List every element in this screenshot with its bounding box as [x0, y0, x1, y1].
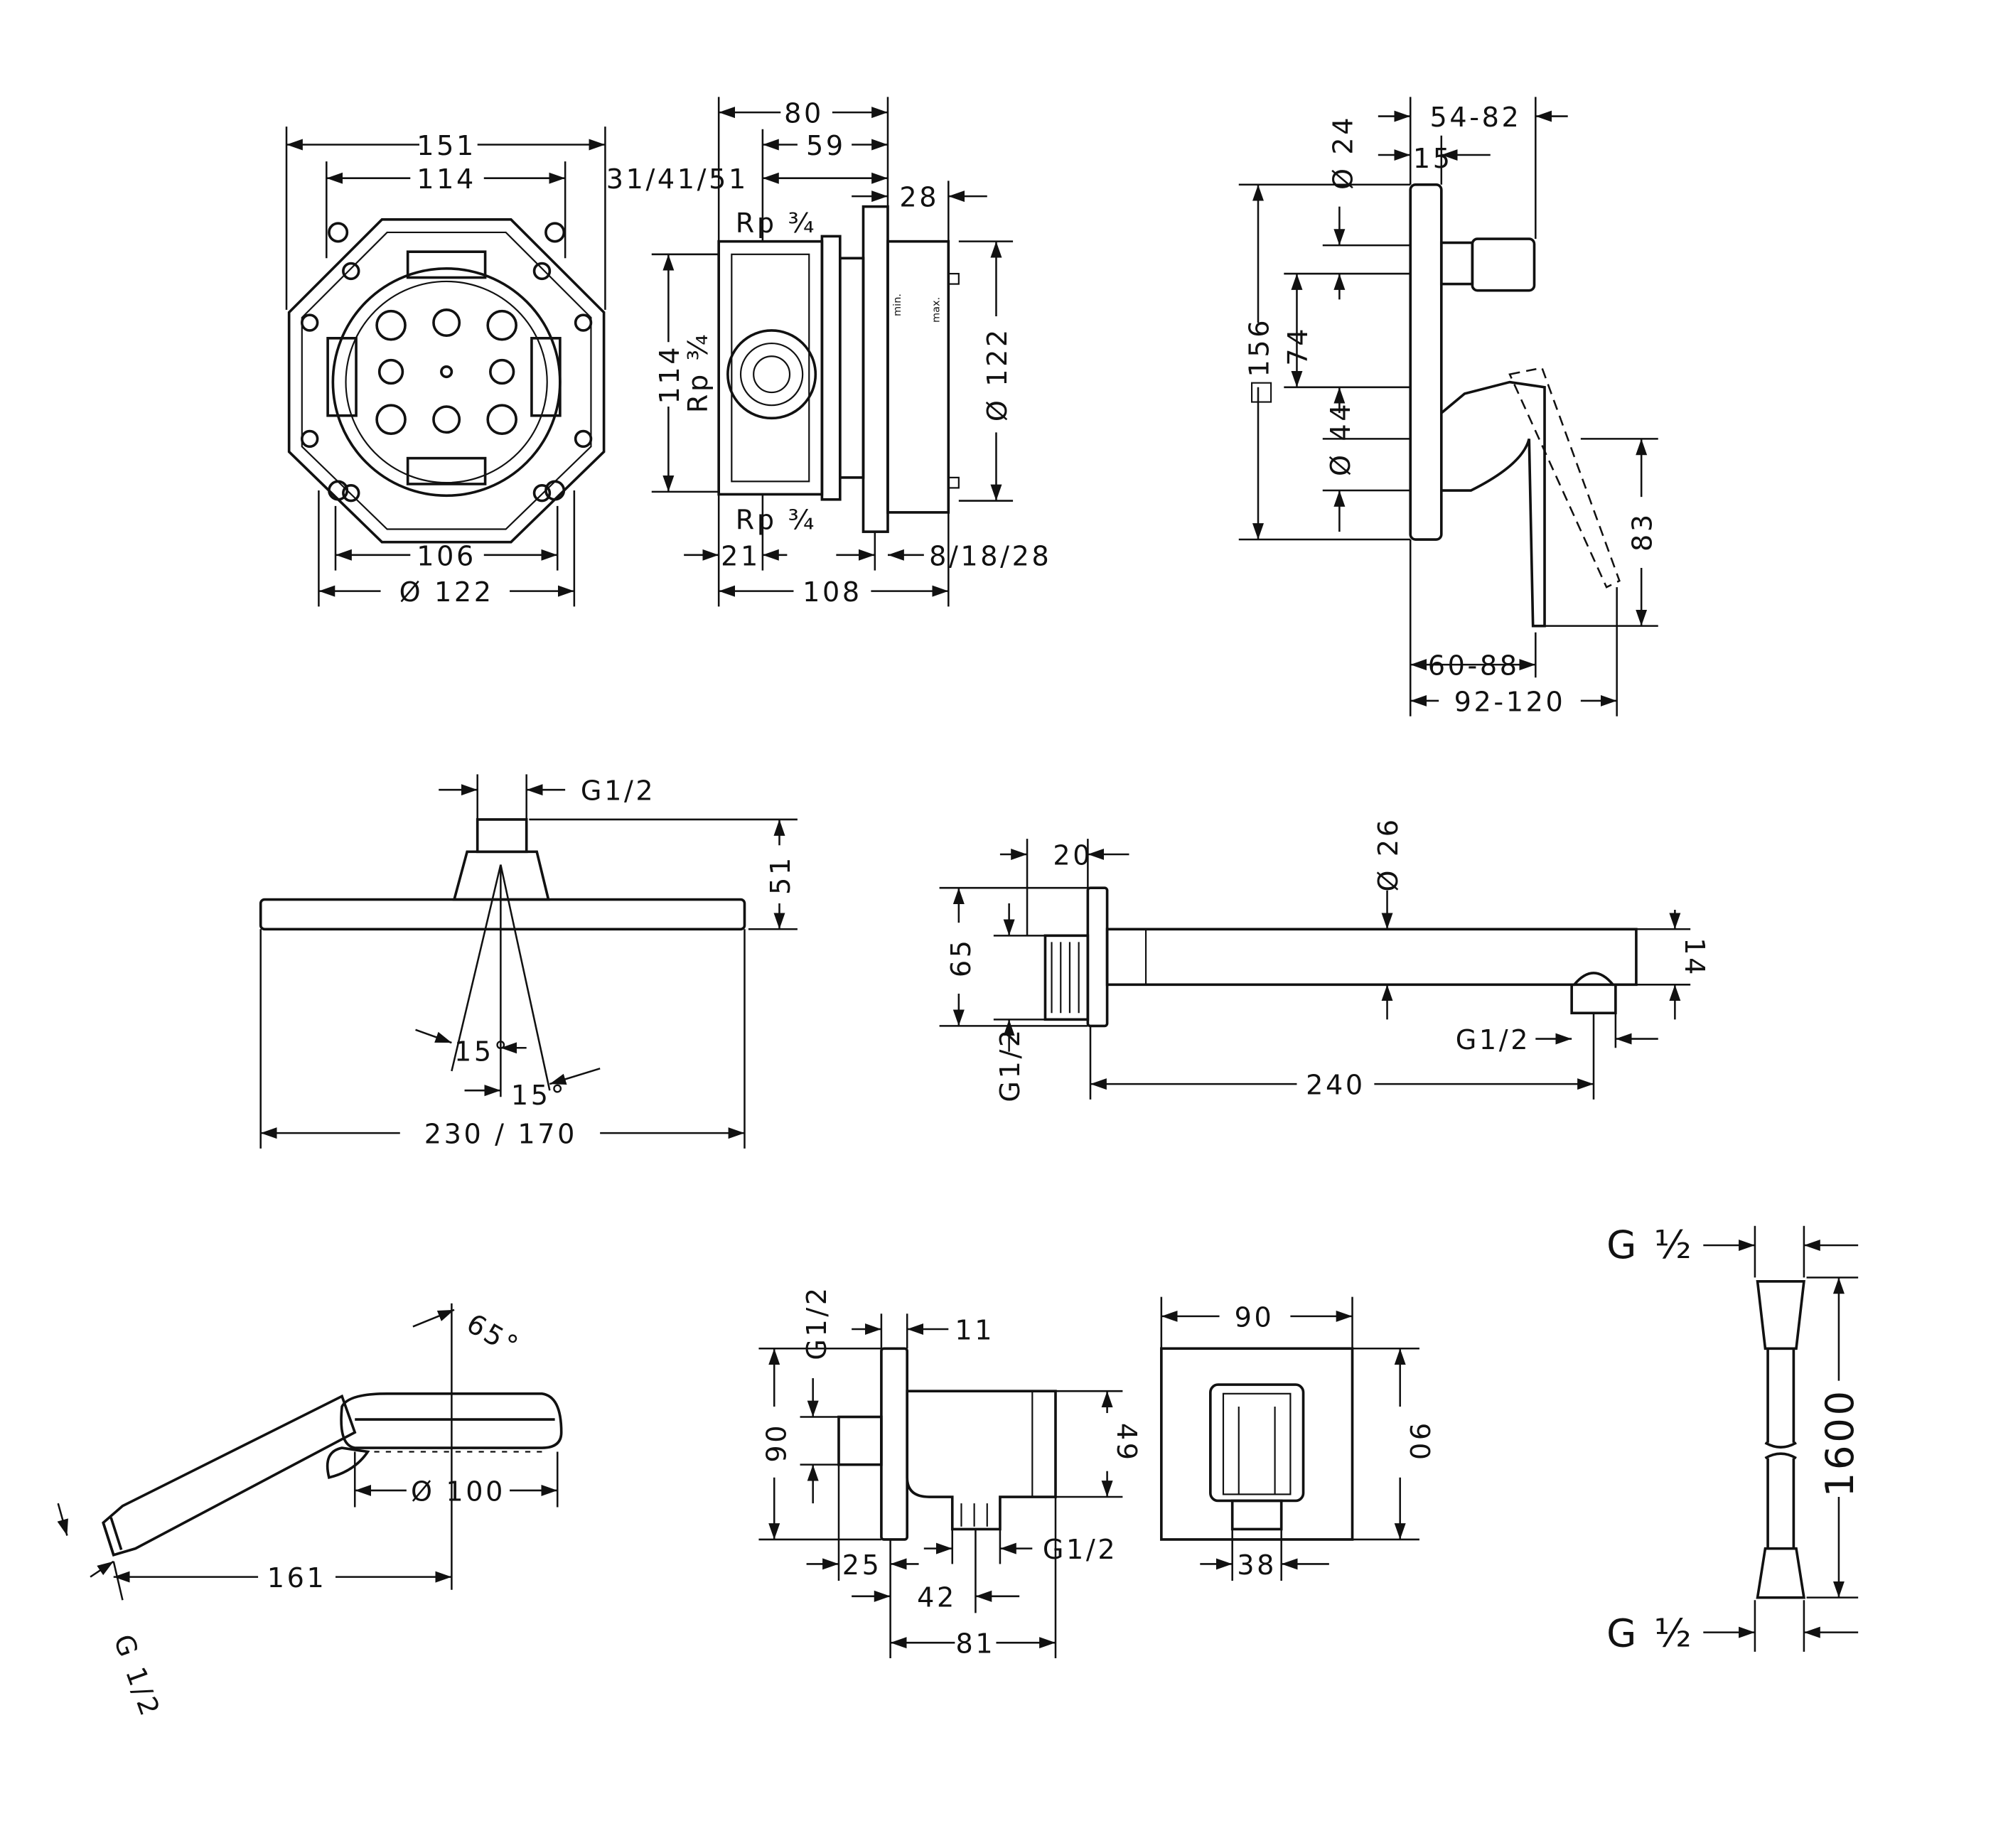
installation-box-front-view: 151 114 106 Ø 122 [285, 127, 606, 608]
installation-box-side-view: min. max. 80 59 31/41/51 28 Rp ¾ Rp ¾ Rp… [606, 97, 1051, 608]
dim-diameter-26: Ø 26 [1373, 817, 1404, 891]
dim-92-120: 92-120 [1454, 686, 1566, 717]
rp-label-bottom: Rp ¾ [736, 504, 817, 535]
box-ring [331, 267, 562, 498]
shower-head-plate [259, 898, 746, 931]
thread-g1-2: G1/2 [581, 775, 655, 807]
dim-21: 21 [721, 540, 761, 571]
dim-59: 59 [806, 130, 846, 161]
dim-38: 38 [1237, 1549, 1277, 1581]
cover-plate [1409, 183, 1443, 541]
hose-nut-top [1756, 1280, 1805, 1350]
dim-diameter-122-vertical: Ø 122 [982, 327, 1013, 421]
square-plate [1160, 1347, 1354, 1541]
dim-20: 20 [1053, 839, 1093, 871]
rp-label-left: Rp ¾ [682, 332, 714, 413]
dim-diameter-24: Ø 24 [1328, 115, 1359, 190]
overhead-shower: G1/2 51 15° 15° 230 / 170 [259, 774, 798, 1150]
dim-230-170: 230 / 170 [424, 1119, 577, 1150]
dim-diameter-122: Ø 122 [399, 576, 494, 608]
wall-outlet: G1/2 11 90 49 25 42 G1/2 81 [758, 1285, 1142, 1660]
thread-bottom-g1-2: G1/2 [1043, 1534, 1117, 1565]
dim-8-18-28: 8/18/28 [929, 540, 1051, 571]
dim-90-width: 90 [1235, 1301, 1274, 1333]
dim-14: 14 [1679, 938, 1710, 977]
dim-28: 28 [899, 182, 939, 213]
dim-1600: 1600 [1817, 1388, 1862, 1497]
max-mark-top: max. [931, 297, 943, 323]
dim-42: 42 [917, 1581, 957, 1613]
dim-80: 80 [784, 98, 824, 129]
inlet-connection [726, 329, 817, 420]
dim-161: 161 [267, 1562, 327, 1594]
angle-15-b: 15° [511, 1080, 567, 1111]
shower-hose: G ½ 1600 G ½ [1606, 1222, 1862, 1655]
dim-square-156: □156 [1244, 318, 1275, 405]
thread-left-g1-2: G1/2 [994, 1027, 1026, 1102]
dim-31-41-51: 31/41/51 [606, 163, 748, 195]
hose-nut-bottom [1756, 1547, 1806, 1599]
rp-label-top: Rp ¾ [736, 208, 817, 239]
dim-106: 106 [417, 540, 476, 571]
hand-shower-handle [102, 1394, 357, 1557]
dim-diameter-100: Ø 100 [411, 1476, 505, 1507]
thread-top-g-half: G ½ [1606, 1222, 1694, 1267]
dim-114-vertical: 114 [654, 345, 685, 404]
shower-arm: 20 Ø 26 65 14 G1/2 G1/2 240 [939, 817, 1710, 1102]
dim-83: 83 [1627, 512, 1658, 552]
dim-65: 65 [945, 938, 977, 977]
thread-bottom-g-half: G ½ [1606, 1611, 1694, 1656]
angle-15-a: 15° [454, 1036, 510, 1067]
dim-74: 74 [1282, 326, 1314, 366]
thread-right-g1-2: G1/2 [1456, 1024, 1530, 1055]
octagon-frame [287, 217, 606, 544]
angle-65: 65° [461, 1308, 525, 1363]
hand-shower-head [340, 1392, 563, 1449]
dim-240: 240 [1306, 1070, 1365, 1101]
dim-90-height: 90 [1404, 1423, 1435, 1463]
dim-15: 15 [1413, 143, 1453, 174]
dim-54-82: 54-82 [1429, 102, 1521, 133]
hand-shower: 65° Ø 100 161 G 1/2 [57, 1303, 563, 1722]
thread-top-g1-2: G1/2 [801, 1285, 832, 1360]
dim-108: 108 [802, 576, 862, 608]
arm-pipe [1105, 928, 1638, 987]
dim-60-88: 60-88 [1428, 650, 1520, 682]
wall-flange [1086, 886, 1109, 1028]
min-mark-top: min. [892, 294, 903, 316]
dim-81: 81 [956, 1628, 996, 1660]
wall-outlet-front-view: 90 90 38 [1160, 1296, 1435, 1581]
dim-49: 49 [1111, 1423, 1142, 1463]
dim-90-vertical: 90 [761, 1423, 793, 1463]
dim-diameter-44: Ø 44 [1325, 402, 1356, 476]
dim-151: 151 [417, 130, 476, 161]
wall-outlet-flange [880, 1347, 909, 1541]
dim-25: 25 [842, 1549, 882, 1581]
lever-handle [1440, 380, 1546, 628]
thread-g-1-2: G 1/2 [107, 1631, 166, 1722]
dim-51: 51 [765, 855, 796, 895]
mixer-side-view: 54-82 Ø 24 15 □156 74 Ø 44 83 60-88 92-1… [1238, 97, 1658, 717]
dim-114: 114 [417, 163, 476, 195]
dim-11: 11 [955, 1315, 994, 1346]
